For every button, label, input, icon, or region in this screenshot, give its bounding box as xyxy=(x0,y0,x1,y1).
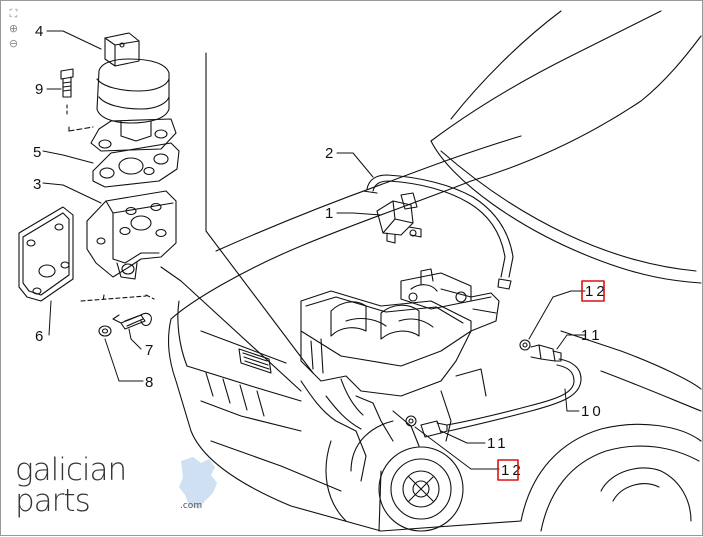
washer-part-12 xyxy=(405,339,531,427)
fit-icon[interactable]: ⛶ xyxy=(9,7,18,20)
pipe-part-10 xyxy=(446,358,582,432)
fitting-part-11 xyxy=(420,344,562,438)
callout-6: 6 xyxy=(35,328,43,345)
galicia-map-icon xyxy=(179,457,217,509)
callout-7: 7 xyxy=(145,342,153,359)
callout-12-bottom: 12 xyxy=(501,462,524,479)
engine-block xyxy=(300,268,500,532)
highlight-box-12-bottom[interactable] xyxy=(497,459,519,481)
callout-8: 8 xyxy=(145,374,153,391)
callout-10: 10 xyxy=(581,403,604,420)
callout-12-top: 12 xyxy=(585,283,608,300)
callout-leaders xyxy=(42,30,586,470)
callout-4: 4 xyxy=(35,23,43,40)
logo-line-2: parts xyxy=(15,483,91,519)
gasket-part-5 xyxy=(92,142,180,188)
logo-line-1: galician xyxy=(15,452,127,488)
adapter-part-3 xyxy=(86,190,177,280)
bolt-part-7 xyxy=(112,312,152,330)
highlight-boxes xyxy=(497,280,605,481)
highlight-box-12-top[interactable] xyxy=(581,280,605,302)
callout-3: 3 xyxy=(33,176,41,193)
callout-labels: 4 9 5 3 6 7 8 2 1 12 11 10 11 12 xyxy=(33,23,608,479)
solenoid-valve-part-1 xyxy=(376,192,422,244)
egr-valve xyxy=(68,32,177,152)
bolt-part-9 xyxy=(60,68,74,118)
gasket-part-6 xyxy=(18,206,74,302)
callout-1: 1 xyxy=(325,205,333,222)
callout-11-top: 11 xyxy=(581,327,603,344)
callout-11-bottom: 11 xyxy=(487,435,509,452)
galicianparts-logo: galician parts .com xyxy=(15,453,220,523)
washer-part-8 xyxy=(98,325,112,337)
callout-9: 9 xyxy=(35,81,43,98)
zoom-toolbar: ⛶ ⊕ ⊖ xyxy=(7,7,21,50)
callout-2: 2 xyxy=(325,145,333,162)
leader-lines xyxy=(80,52,314,392)
vacuum-hose-part-2 xyxy=(362,174,514,290)
zoom-out-icon[interactable]: ⊖ xyxy=(8,37,19,50)
zoom-in-icon[interactable]: ⊕ xyxy=(8,22,19,35)
callout-5: 5 xyxy=(33,144,41,161)
logo-suffix: .com xyxy=(180,501,203,511)
car-body-outline xyxy=(167,10,702,532)
